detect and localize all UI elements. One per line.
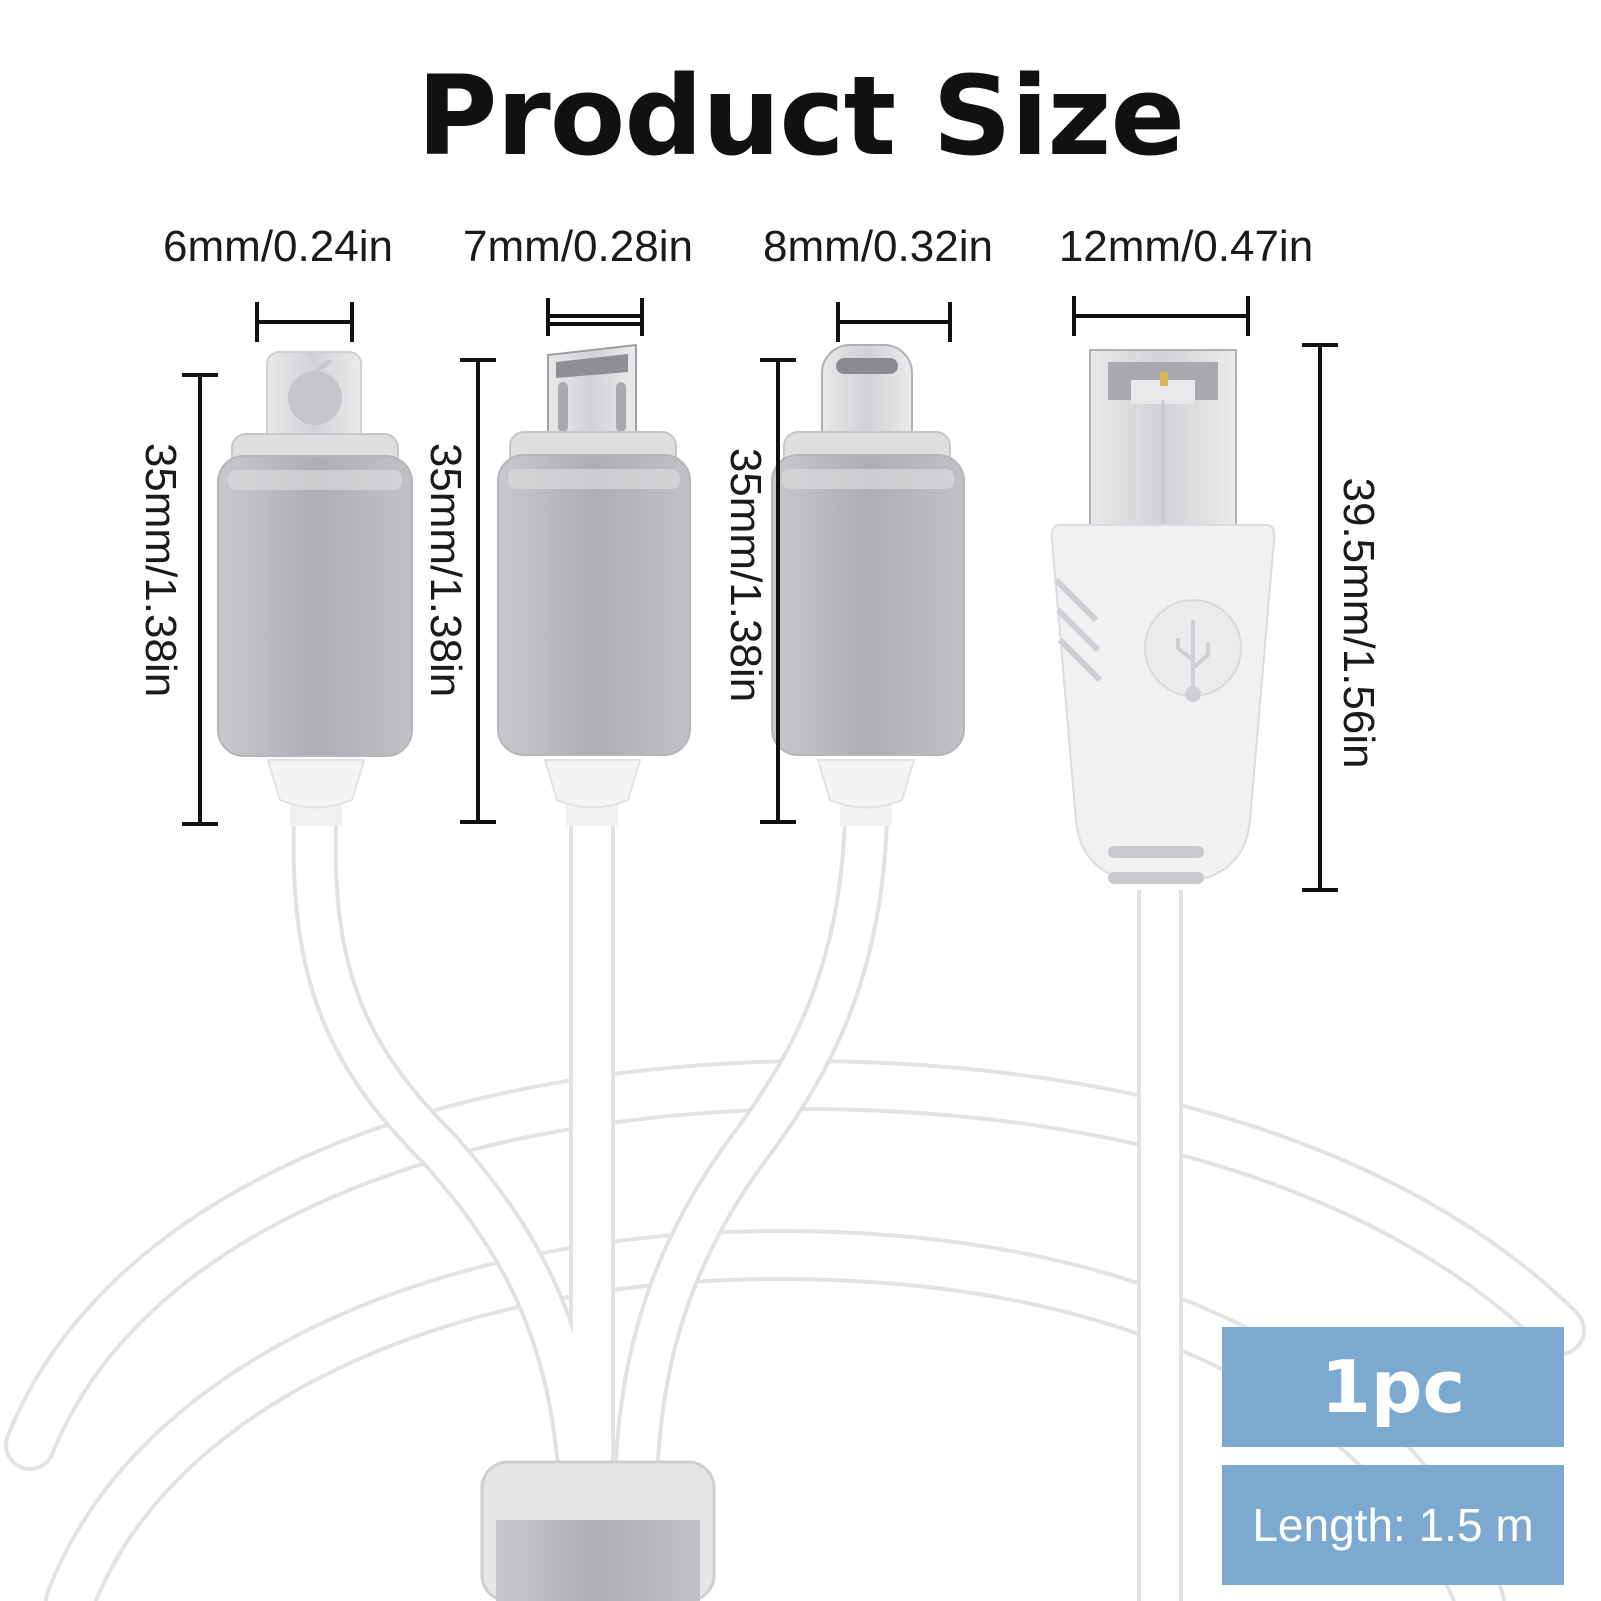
length-badge: Length: 1.5 m	[1222, 1465, 1564, 1585]
splitter-housing	[480, 1460, 716, 1601]
usb-b-connector	[1050, 349, 1276, 884]
dimension-lines	[182, 296, 1338, 892]
page-title: Product Size	[416, 52, 1185, 180]
micro-usb-width-label: 7mm/0.28in	[463, 222, 693, 271]
usb-b-width-label: 12mm/0.47in	[1058, 222, 1314, 271]
usb-c-width-label: 8mm/0.32in	[763, 222, 993, 271]
lightning-width-label: 6mm/0.24in	[163, 222, 393, 271]
lightning-connector	[217, 351, 413, 826]
branch-cables	[291, 819, 1183, 1601]
usb-c-connector	[771, 344, 965, 826]
quantity-badge: 1pc	[1222, 1327, 1564, 1447]
usb-trident-icon	[1176, 620, 1210, 702]
micro-usb-connector	[497, 343, 691, 826]
apple-logo-icon	[288, 371, 342, 425]
